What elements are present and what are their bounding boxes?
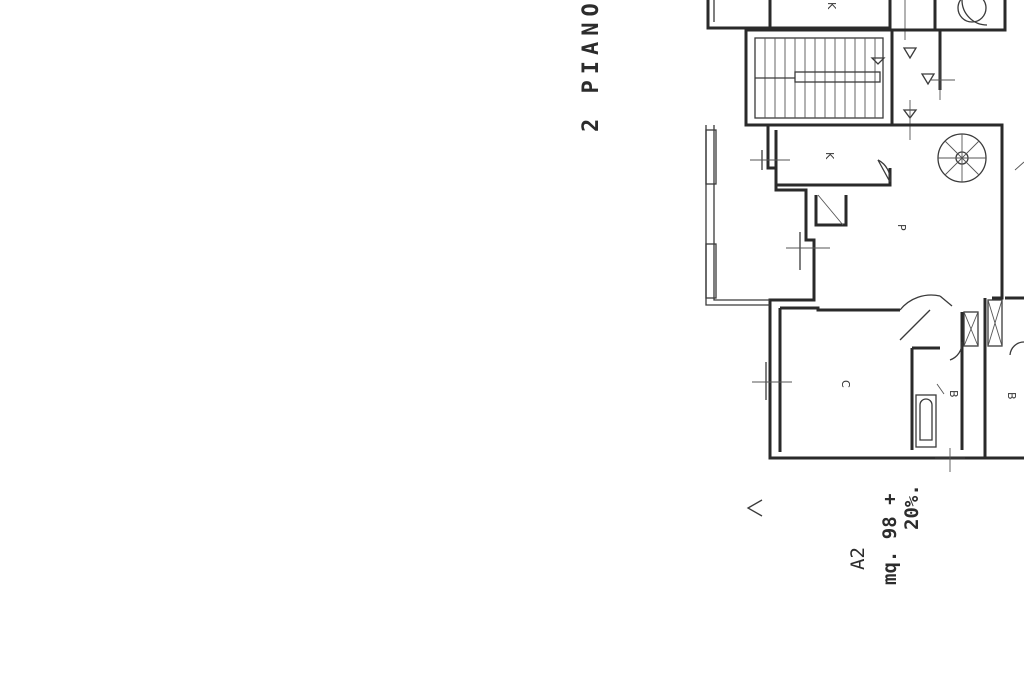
area-line-2: 20%. [901,484,923,530]
floor-title: 2 PIANO [579,0,604,132]
north-arrow-icon [746,499,763,517]
neighbour-bath-label: B [1005,392,1018,400]
living-room-label: P [895,224,908,231]
top-neighbour-unit: K [706,0,1007,40]
bedroom-label: C [839,380,852,388]
right-neighbour-unit: B [985,296,1024,460]
bath-label: B [947,390,960,398]
stairwell [744,28,894,127]
landing [892,28,955,140]
apartment-a2 [705,123,1024,472]
area-line-1: mq. 98 + [879,493,901,585]
kitchen-label: K [823,152,836,160]
top-neighbour-label: K [825,2,838,10]
unit-code: A2 [847,547,869,570]
